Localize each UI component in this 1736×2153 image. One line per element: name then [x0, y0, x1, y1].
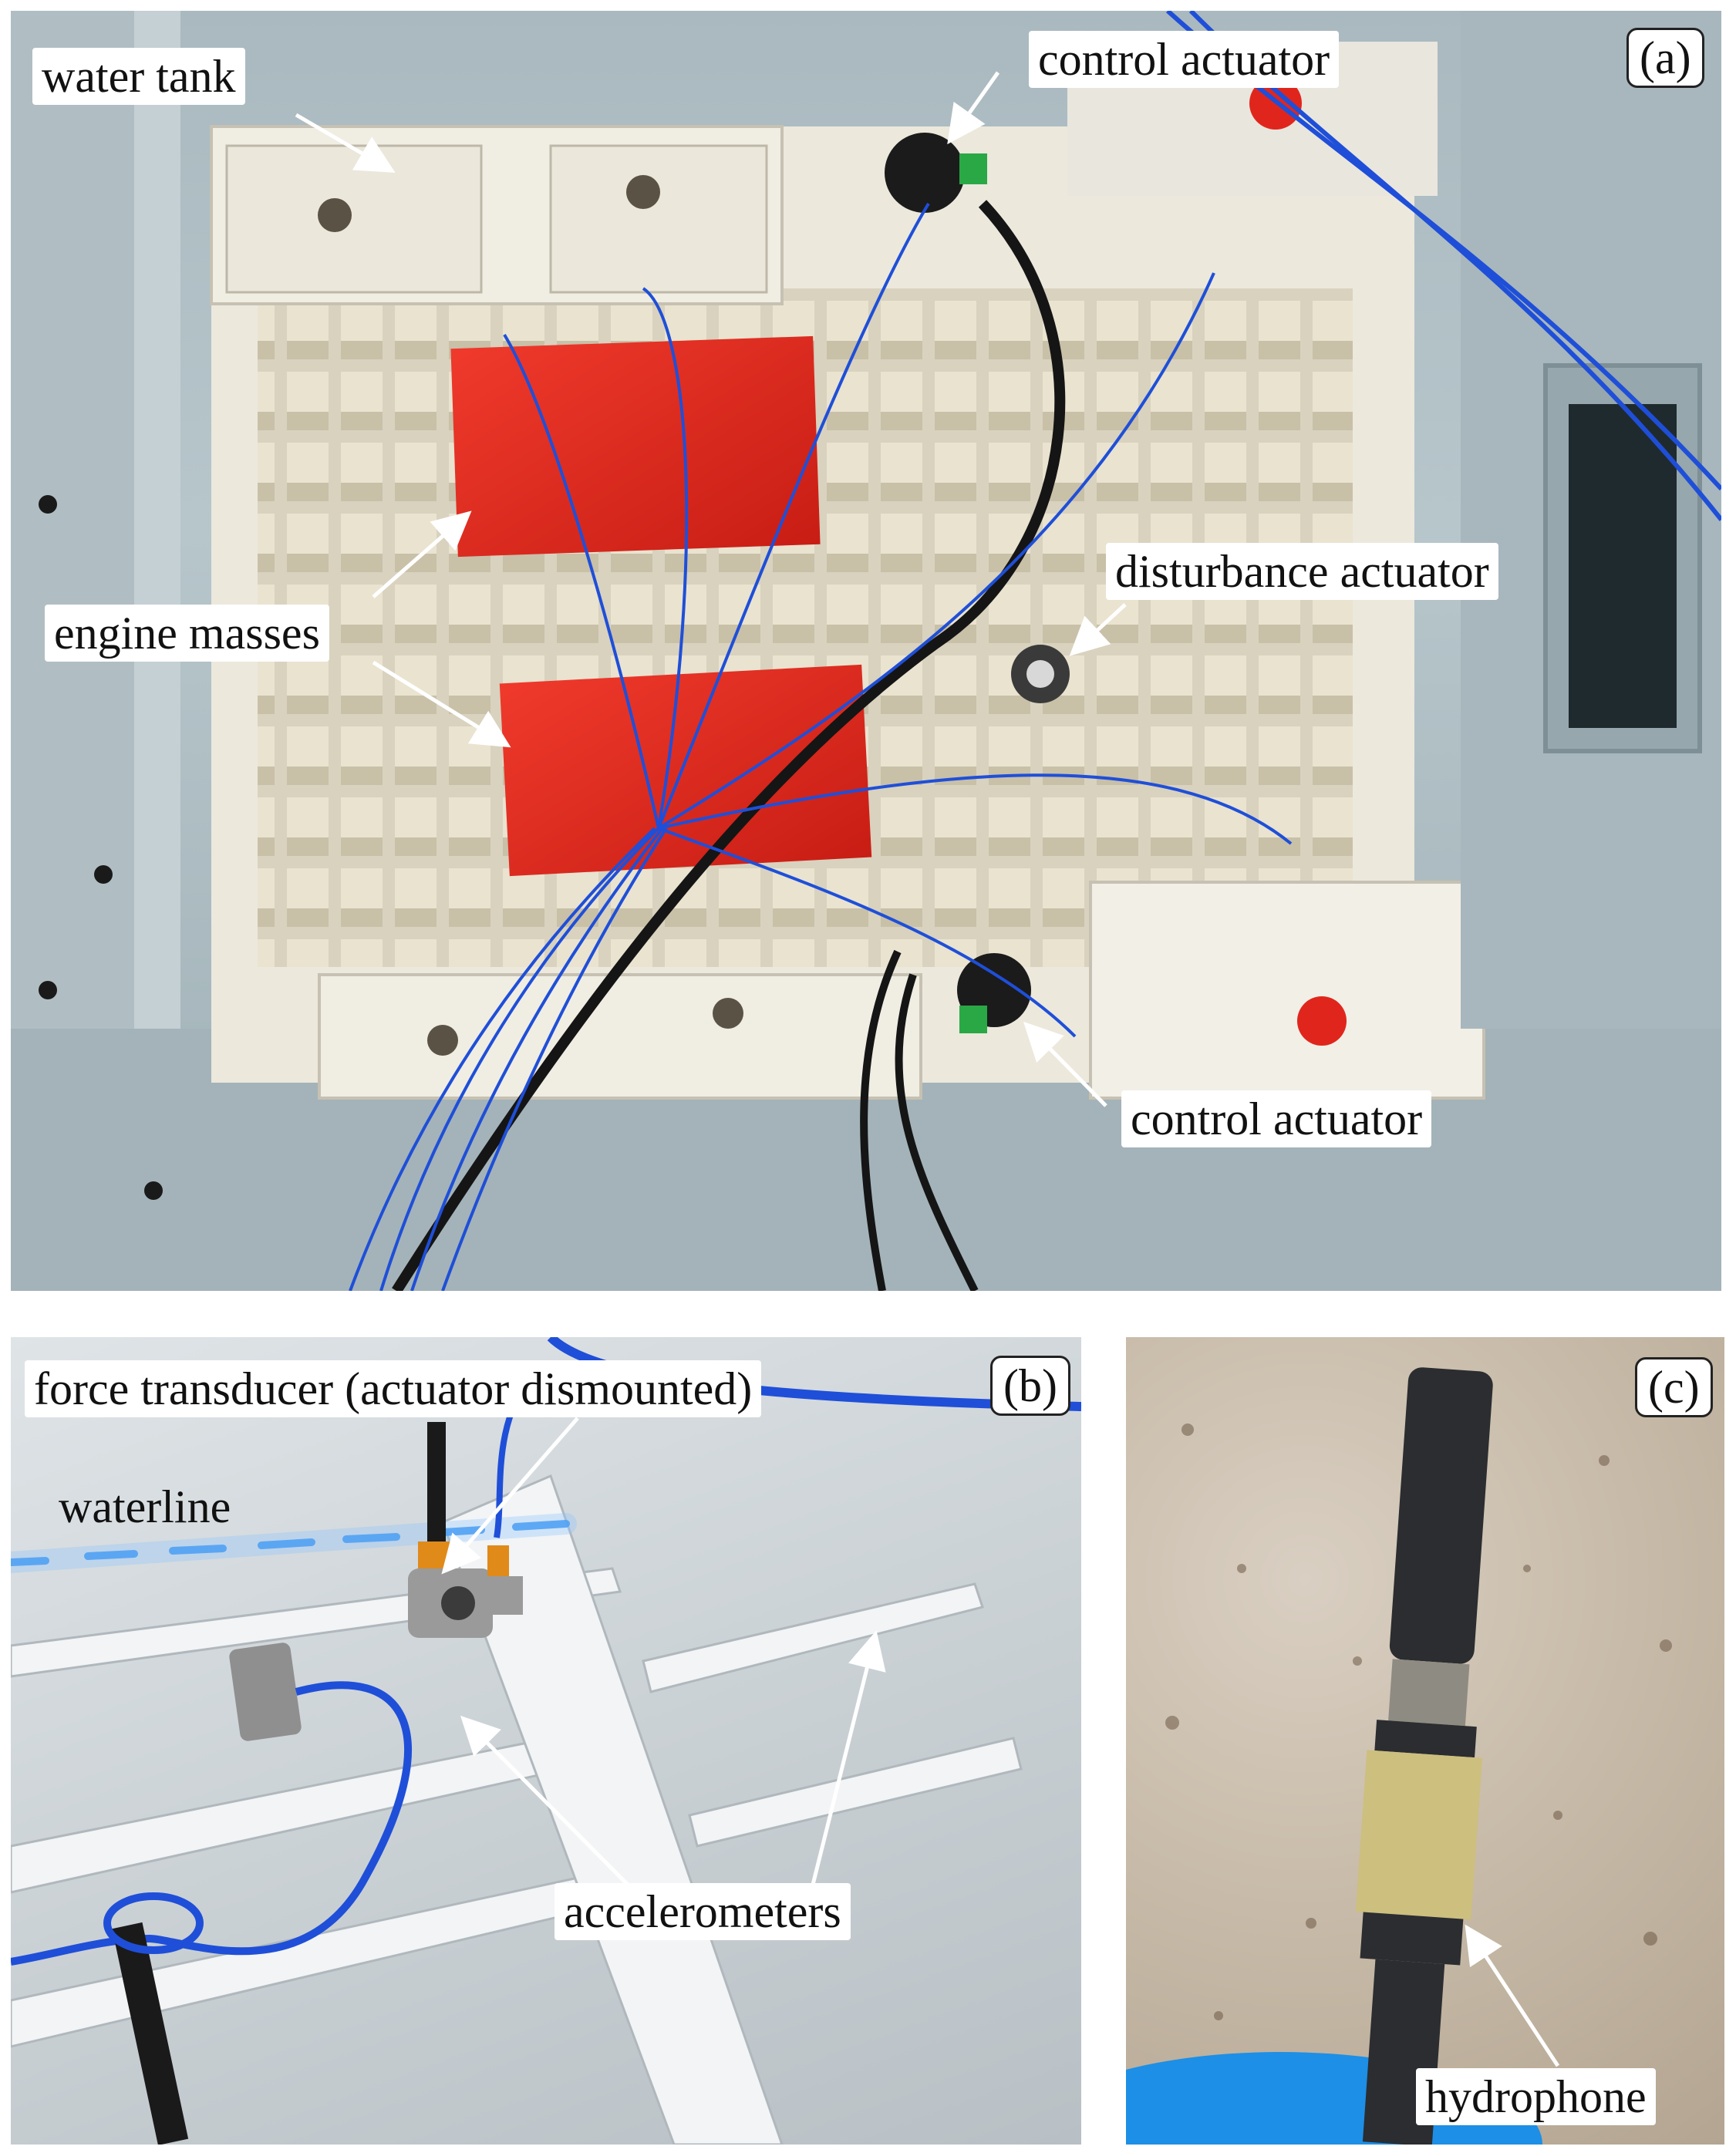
arrow-disturbance-actuator [1069, 603, 1127, 656]
arrow-control-actuator-top [947, 71, 1000, 145]
label-waterline: waterline [59, 1481, 231, 1532]
photo-panel-a: water tank control actuator (a) disturba… [11, 11, 1721, 1291]
panel-tag-b: (b) [990, 1356, 1070, 1416]
annotation-arrows-c [1465, 1924, 1560, 2067]
label-water-tank: water tank [32, 48, 245, 105]
arrow-control-actuator-bottom [1023, 1021, 1107, 1107]
arrow-accelerometer-2 [811, 1630, 886, 1885]
hull-interior-photo [11, 1337, 1081, 2145]
ship-hull-mockup-photo [11, 11, 1721, 1291]
arrow-water-tank [295, 113, 396, 174]
label-hydrophone: hydrophone [1416, 2068, 1656, 2125]
annotation-arrows-a [295, 71, 1127, 1107]
arrow-force-transducer [441, 1417, 579, 1575]
label-control-actuator-top: control actuator [1029, 31, 1340, 88]
photo-panel-b: force transducer (actuator dismounted) (… [11, 1337, 1081, 2145]
label-control-actuator-bottom: control actuator [1121, 1090, 1432, 1147]
arrow-engine-mass-2 [372, 660, 511, 748]
arrow-hydrophone [1465, 1924, 1560, 2067]
arrow-engine-mass-1 [372, 510, 472, 598]
annotation-arrows-b [441, 1417, 886, 1886]
arrow-accelerometer-1 [460, 1715, 629, 1886]
panel-tag-a: (a) [1626, 28, 1704, 88]
label-engine-masses: engine masses [45, 605, 329, 662]
label-disturbance-actuator: disturbance actuator [1106, 543, 1498, 600]
panel-tag-c: (c) [1635, 1357, 1713, 1417]
label-accelerometers: accelerometers [555, 1883, 851, 1940]
photo-panel-c: (c) hydrophone [1126, 1337, 1724, 2145]
label-force-transducer: force transducer (actuator dismounted) [25, 1360, 762, 1417]
